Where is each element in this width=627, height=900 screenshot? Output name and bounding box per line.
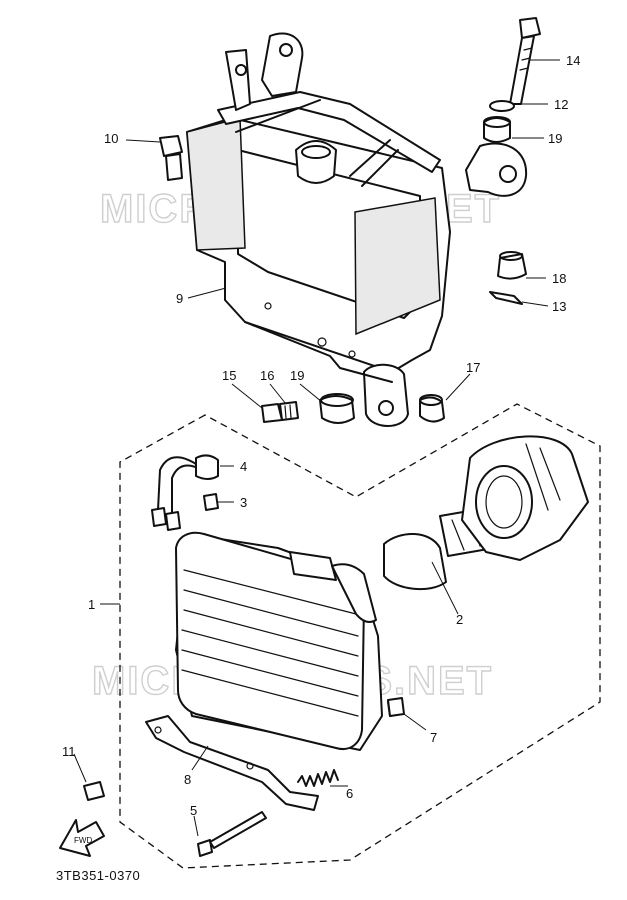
callout-10: 10 (104, 131, 118, 146)
callout-6: 6 (346, 786, 353, 801)
washer-part-12 (489, 100, 515, 112)
callout-2: 2 (456, 612, 463, 627)
callout-8: 8 (184, 772, 191, 787)
assembly-boundary (119, 403, 601, 869)
forward-direction-arrow: FWD (59, 819, 105, 857)
callout-1: 1 (88, 597, 95, 612)
callout-7: 7 (430, 730, 437, 745)
callout-17: 17 (466, 360, 480, 375)
bolt-part-10 (159, 135, 183, 181)
bulb-part-3 (203, 493, 219, 511)
screw-part-5 (197, 811, 267, 857)
nut-part-7 (387, 697, 405, 717)
callout-4: 4 (240, 459, 247, 474)
rubber-dust-cover (461, 435, 589, 561)
leader-lines (73, 59, 560, 837)
clip-part-13 (489, 291, 523, 305)
callout-15: 15 (222, 368, 236, 383)
bolt-part-15 (261, 403, 283, 423)
callout-14: 14 (566, 53, 580, 68)
callout-5: 5 (190, 803, 197, 818)
grommet-part-19-upper (483, 116, 511, 143)
collar-part-17 (419, 394, 445, 423)
callout-12: 12 (554, 97, 568, 112)
fwd-label: FWD (74, 836, 92, 845)
bolt-part-14 (509, 17, 541, 105)
callout-16: 16 (260, 368, 274, 383)
headlight-unit-part-1 (175, 531, 403, 751)
callout-19-upper: 19 (548, 131, 562, 146)
spring-part-6 (297, 769, 339, 787)
washer-part-16 (279, 401, 299, 421)
grommet-part-19-lower (319, 393, 355, 424)
callout-18: 18 (552, 271, 566, 286)
callout-9: 9 (176, 291, 183, 306)
headlight-bracket-part-9 (186, 32, 528, 427)
callout-19-lower: 19 (290, 368, 304, 383)
drawing-code: 3TB351-0370 (56, 868, 141, 883)
socket-cord-part-4 (151, 454, 219, 531)
screw-part-11 (83, 781, 105, 801)
callout-3: 3 (240, 495, 247, 510)
collar-part-18 (497, 251, 527, 280)
callout-numbers: 14 12 19 10 9 18 13 15 16 19 17 4 3 2 1 … (62, 53, 580, 818)
callout-13: 13 (552, 299, 566, 314)
mounting-bracket-part-8 (145, 715, 319, 811)
callout-11: 11 (62, 744, 76, 759)
